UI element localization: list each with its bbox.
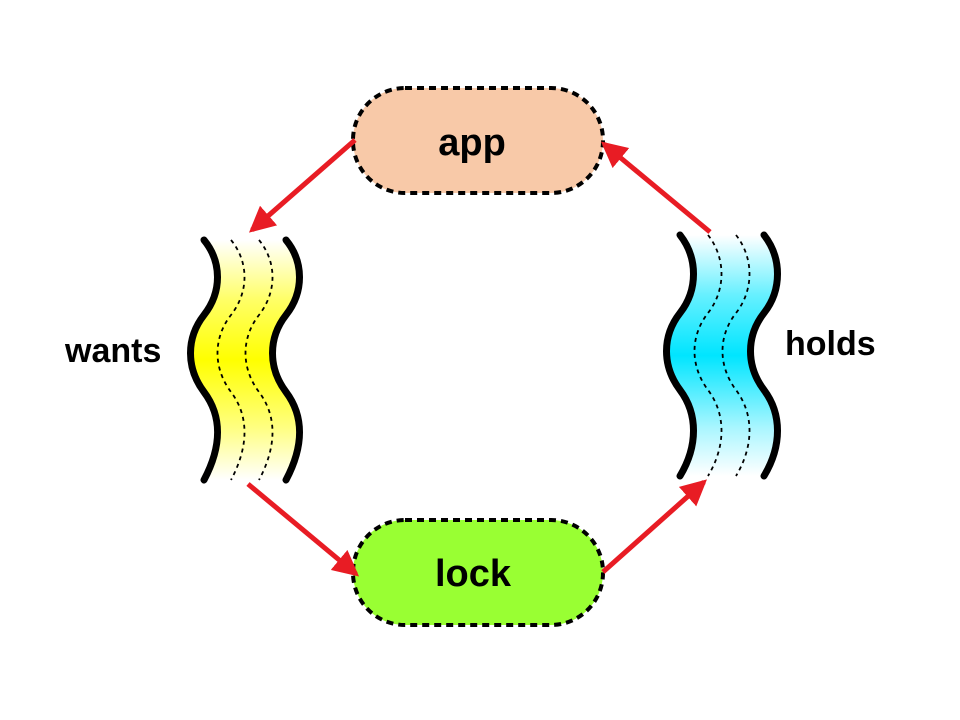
wants-edge [187, 236, 303, 484]
holds-edge-label: holds [785, 325, 876, 363]
arrow-wants-to-lock [246, 482, 360, 577]
lock-node-box [351, 518, 605, 627]
app-node-box [351, 86, 605, 195]
holds-wave-outer-right [747, 231, 781, 480]
lock-node-label: lock [435, 553, 512, 595]
wants-wave-outer-right [269, 236, 303, 484]
arrows [246, 138, 712, 577]
holds-wave-outer-left [663, 231, 697, 480]
app-node-label: app [438, 122, 506, 164]
wants-edge-label: wants [64, 332, 161, 370]
wants-wave-outer-left [187, 236, 221, 484]
holds-wave-inner-right [721, 234, 751, 477]
arrow-holds-to-app [600, 141, 712, 234]
holds-edge [663, 231, 781, 480]
holds-wave-inner-left [693, 234, 723, 477]
lock-node: lock [351, 518, 605, 627]
wants-wave-inner-left [216, 239, 246, 481]
arrow-app-to-wants [248, 138, 357, 233]
app-node: app [351, 86, 605, 195]
arrow-lock-to-holds [601, 479, 707, 574]
wants-wave-inner-right [244, 239, 274, 481]
